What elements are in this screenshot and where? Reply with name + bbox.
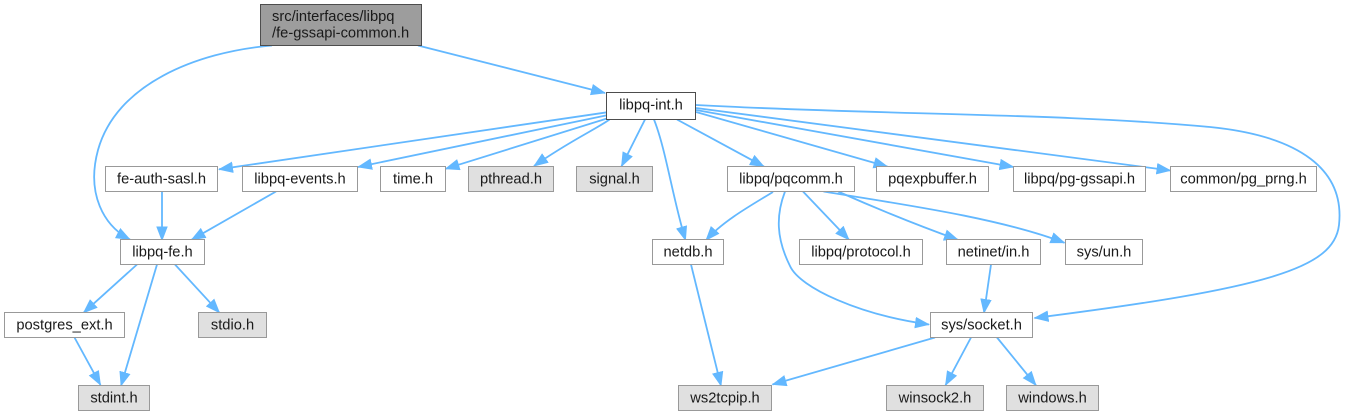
svg-text:sys/un.h: sys/un.h	[1077, 245, 1132, 261]
svg-text:ws2tcpip.h: ws2tcpip.h	[689, 391, 759, 407]
svg-text:fe-auth-sasl.h: fe-auth-sasl.h	[117, 172, 206, 188]
svg-text:postgres_ext.h: postgres_ext.h	[16, 318, 112, 334]
svg-text:libpq/protocol.h: libpq/protocol.h	[811, 245, 911, 261]
svg-text:sys/socket.h: sys/socket.h	[941, 318, 1022, 334]
svg-text:libpq-fe.h: libpq-fe.h	[132, 245, 192, 261]
svg-text:windows.h: windows.h	[1017, 391, 1087, 407]
svg-text:libpq-int.h: libpq-int.h	[619, 98, 683, 114]
svg-text:netdb.h: netdb.h	[663, 245, 712, 261]
svg-text:pqexpbuffer.h: pqexpbuffer.h	[888, 172, 977, 188]
svg-text:netinet/in.h: netinet/in.h	[958, 245, 1030, 261]
svg-text:winsock2.h: winsock2.h	[898, 391, 972, 407]
svg-text:signal.h: signal.h	[589, 172, 640, 188]
svg-text:libpq/pqcomm.h: libpq/pqcomm.h	[739, 172, 843, 188]
svg-text:libpq-events.h: libpq-events.h	[254, 172, 345, 188]
svg-text:common/pg_prng.h: common/pg_prng.h	[1180, 172, 1307, 188]
svg-text:time.h: time.h	[393, 172, 433, 188]
svg-text:src/interfaces/libpq: src/interfaces/libpq	[272, 9, 394, 25]
svg-text:stdint.h: stdint.h	[90, 391, 137, 407]
svg-text:/fe-gssapi-common.h: /fe-gssapi-common.h	[272, 26, 409, 42]
svg-text:pthread.h: pthread.h	[480, 172, 542, 188]
svg-text:stdio.h: stdio.h	[211, 318, 254, 334]
svg-text:libpq/pg-gssapi.h: libpq/pg-gssapi.h	[1024, 172, 1135, 188]
